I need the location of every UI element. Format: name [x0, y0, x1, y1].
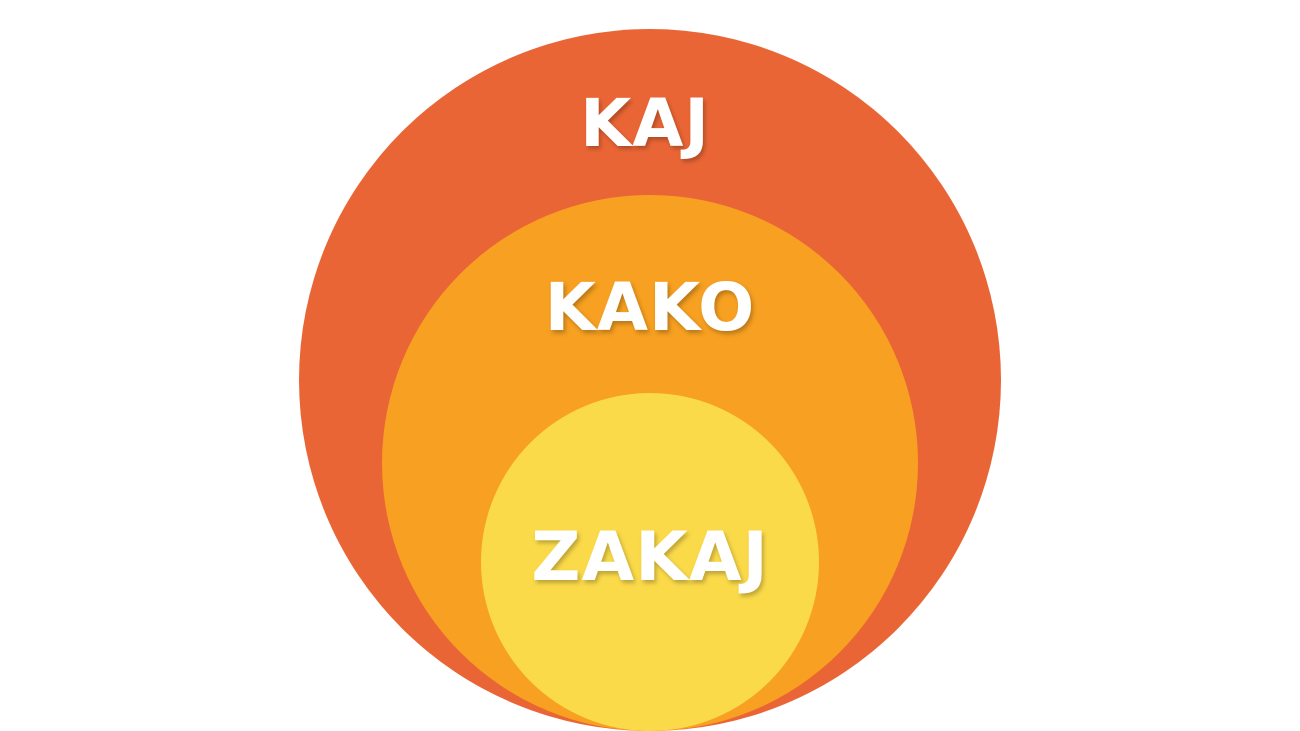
inner-circle — [481, 393, 819, 731]
outer-circle-label: KAJ — [580, 85, 710, 162]
middle-circle-label: KAKO — [545, 269, 756, 346]
inner-circle-label: ZAKAJ — [531, 518, 769, 597]
